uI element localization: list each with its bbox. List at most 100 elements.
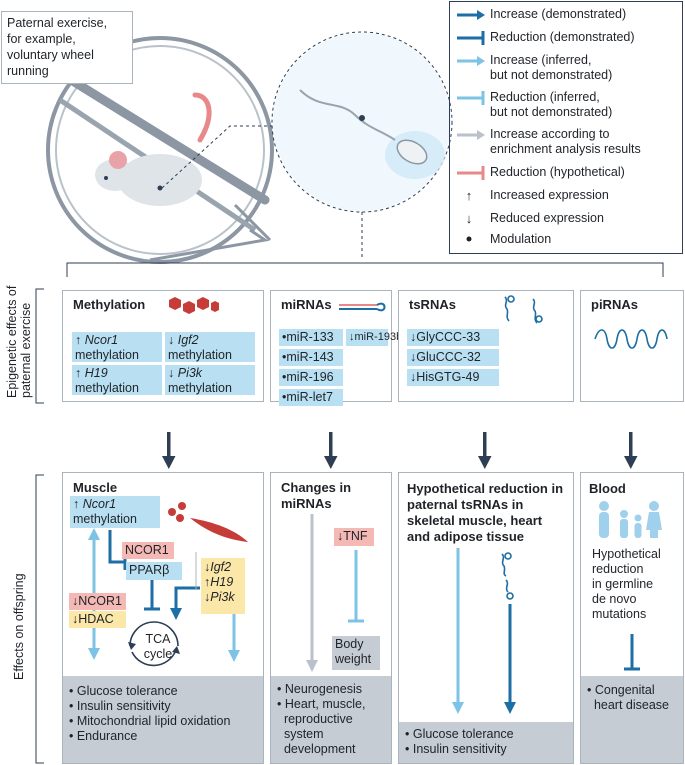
blood-description: Hypothetical reduction in germline de no…: [592, 547, 676, 622]
tsrna-offspring-panel: Hypothetical reduction in paternal tsRNA…: [398, 472, 574, 764]
legend-dark-bar-icon: [457, 31, 485, 45]
legend-label: Increase (demonstrated): [490, 7, 627, 21]
callout-line: Paternal exercise,: [7, 16, 108, 30]
gene-item: ↓Igf2: [204, 560, 232, 574]
gene-item: ↑H19: [204, 575, 234, 589]
mirna-item: •miR-let7: [279, 389, 343, 406]
mirna-pathway: [306, 514, 364, 672]
pirnas-panel: piRNAs: [580, 290, 684, 402]
pi3k-methylation-item: ↓ Pi3k methylation: [165, 365, 255, 395]
mirna-outcomes: • Neurogenesis • Heart, muscle, reproduc…: [271, 676, 391, 763]
title-line: skeletal muscle, heart: [407, 513, 543, 528]
legend-red-bar-icon: [457, 166, 485, 180]
legend-dot-icon: [466, 236, 472, 242]
mirna-item: ↓miR-193b: [346, 329, 402, 346]
methyl-group-icon: [169, 297, 219, 314]
panel-title: Changes in miRNAs: [281, 480, 351, 512]
blood-text-line: reduction: [592, 562, 644, 576]
outcome-item: • Glucose tolerance: [405, 727, 514, 741]
muscle-outcomes: • Glucose tolerance • Insulin sensitivit…: [63, 676, 263, 763]
gene-expression-box: ↓Igf2 ↑H19 ↓Pi3k: [201, 558, 245, 614]
pirna-helix-icon: [594, 329, 668, 349]
side-brackets: [35, 288, 44, 764]
title-line: Hypothetical reduction in: [407, 481, 564, 496]
body-weight-line: Body: [335, 637, 364, 651]
mirna-item: •miR-143: [279, 349, 343, 366]
legend-symbols: ↑ ↓: [457, 10, 485, 242]
muscle-fiber-icon: [190, 518, 248, 542]
legend-grey-arrow-icon: [457, 130, 485, 140]
legend-label: Modulation: [490, 232, 552, 246]
tsrna-item: ↓GlyCCC-33: [407, 329, 499, 346]
hdac-down: ↓HDAC: [69, 611, 126, 628]
side-label-epigenetic: Epigenetic effects of paternal exercise: [5, 286, 33, 398]
panel-title: Muscle: [73, 480, 118, 495]
outcome-item: • Insulin sensitivity: [69, 699, 171, 713]
sperm-zoom-circle: [271, 31, 453, 213]
outcome-item: • Congenital: [587, 683, 655, 697]
legend-label: Reduction (inferred,: [490, 90, 600, 104]
illustration: [46, 31, 453, 264]
tsrna-outcomes: • Glucose tolerance • Insulin sensitivit…: [399, 722, 573, 763]
title-line: paternal tsRNAs in: [407, 497, 524, 512]
legend-label: Increased expression: [490, 188, 609, 202]
tsrna-item: ↓GluCCC-32: [407, 349, 499, 366]
outcome-item: • Glucose tolerance: [69, 684, 178, 698]
blood-text-line: in germline: [592, 577, 654, 591]
transmission-arrows: [162, 432, 638, 469]
outcome-item: reproductive: [277, 712, 353, 726]
tca-label-line: cycle: [143, 647, 173, 661]
title-line: Changes in: [281, 480, 352, 495]
outcome-item: development: [277, 742, 356, 756]
outcome-item: • Insulin sensitivity: [405, 742, 507, 756]
tsrna-icon: [504, 295, 543, 324]
legend-label: Reduced expression: [490, 211, 604, 225]
outcome-item: system: [277, 727, 324, 741]
title-line: and adipose tissue: [407, 529, 525, 544]
body-weight-line: weight: [335, 652, 372, 666]
mirna-item: •miR-196: [279, 369, 343, 386]
ncor1-methylation-item: ↑ Ncor1 methylation: [72, 332, 162, 362]
gene-item: ↓Pi3k: [204, 590, 235, 604]
outcome-item: • Endurance: [69, 729, 138, 743]
methyl-group-icon: [168, 502, 186, 522]
blood-text-line: Hypothetical: [592, 547, 661, 561]
panel-title: piRNAs: [591, 297, 638, 312]
blood-text-line: mutations: [592, 607, 647, 621]
outcome-item: • Mitochondrial lipid oxidation: [69, 714, 231, 728]
blood-text-line: de novo: [592, 592, 637, 606]
tsrna-icon: [501, 552, 514, 600]
ncor1-protein: NCOR1: [122, 542, 174, 559]
panel-title: miRNAs: [281, 297, 332, 312]
legend: ↑ ↓ Increase (demonstrated) Reduction (d…: [449, 1, 683, 254]
panel-title: Hypothetical reduction in paternal tsRNA…: [407, 481, 563, 545]
callout-line: running: [7, 64, 49, 78]
legend-light-bar-icon: [457, 91, 485, 105]
legend-light-arrow-icon: [457, 56, 485, 66]
mirna-hairpin-icon: [339, 302, 386, 312]
panel-title: tsRNAs: [409, 297, 456, 312]
outcome-item: • Heart, muscle,: [277, 697, 366, 711]
legend-dark-arrow-icon: [457, 10, 485, 20]
tnf-down: ↓TNF: [334, 528, 374, 546]
ncor1-down: ↓NCOR1: [69, 593, 126, 610]
outcome-item: heart disease: [587, 698, 669, 712]
callout-line: voluntary wheel: [7, 48, 94, 62]
family-icon: [599, 501, 662, 538]
blood-outcomes: • Congenital heart disease: [581, 676, 683, 763]
blood-pathway: [599, 501, 662, 671]
side-label-line: Epigenetic effects of: [5, 285, 19, 398]
callout-line: for example,: [7, 32, 76, 46]
tsrna-item: ↓HisGTG-49: [407, 369, 499, 386]
h19-methylation-item: ↑ H19 methylation: [72, 365, 162, 395]
tca-cycle-label: TCA cycle: [140, 632, 176, 662]
mouse: [95, 92, 212, 206]
legend-up-icon: ↑: [466, 188, 473, 203]
exercise-callout: Paternal exercise, for example, voluntar…: [1, 11, 133, 84]
legend-down-icon: ↓: [466, 211, 473, 226]
legend-label: Reduction (demonstrated): [490, 30, 635, 44]
title-line: miRNAs: [281, 496, 332, 511]
legend-label: but not demonstrated): [490, 68, 613, 82]
legend-label: Increase according to: [490, 127, 610, 141]
